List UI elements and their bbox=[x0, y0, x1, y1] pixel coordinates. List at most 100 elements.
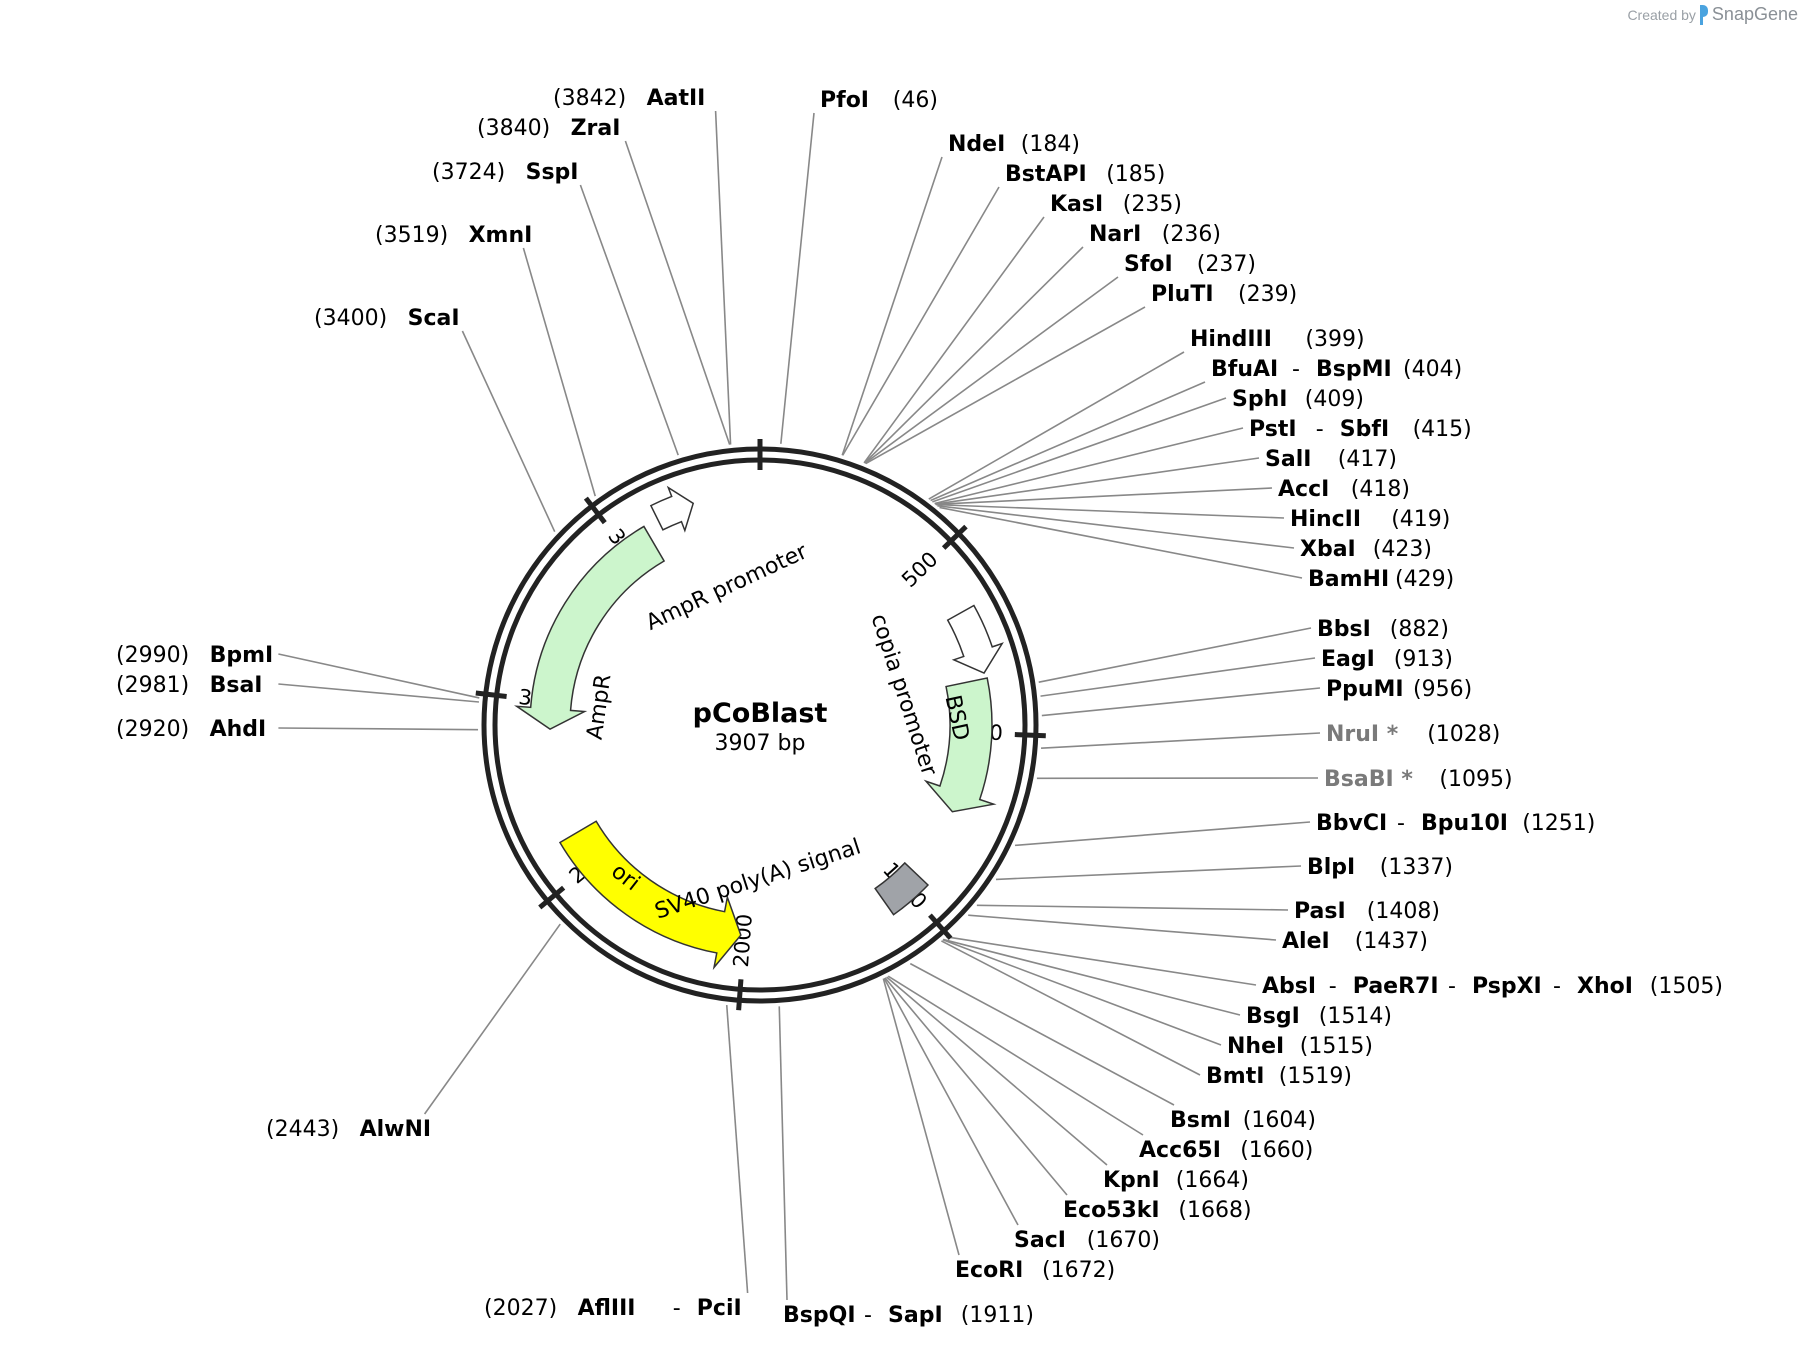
enzyme-name: BfuAI bbox=[1211, 357, 1278, 382]
restriction-site: PpuMI(956) bbox=[1326, 677, 1472, 702]
restriction-site: (2027)AflIII-PciI bbox=[484, 1296, 742, 1321]
site-leader-line bbox=[934, 427, 1244, 505]
site-leader-line bbox=[930, 381, 1206, 502]
restriction-site: BsgI (1514) bbox=[1246, 1004, 1392, 1029]
enzyme-name: PluTI bbox=[1151, 282, 1214, 307]
restriction-site: NdeI (184) bbox=[948, 132, 1080, 157]
restriction-site: BmtI (1519) bbox=[1206, 1064, 1352, 1089]
site-leader-line bbox=[780, 112, 815, 444]
tick-mark bbox=[538, 885, 566, 910]
enzyme-name: BbsI bbox=[1317, 617, 1371, 642]
enzyme-name: AlwNI bbox=[360, 1117, 432, 1142]
restriction-site: SacI(1670) bbox=[1014, 1228, 1160, 1253]
site-position: (2443) bbox=[266, 1117, 339, 1142]
site-position: (2027) bbox=[484, 1296, 557, 1321]
enzyme-name: NdeI bbox=[948, 132, 1005, 157]
restriction-site: NarI(236) bbox=[1089, 222, 1221, 247]
site-position: (1672) bbox=[1042, 1258, 1115, 1283]
restriction-site: HindIII(399) bbox=[1190, 327, 1365, 352]
restriction-site: AleI(1437) bbox=[1282, 929, 1428, 954]
enzyme-name: NarI bbox=[1089, 222, 1141, 247]
restriction-site: BbsI(882) bbox=[1317, 617, 1449, 642]
enzyme-name: PfoI bbox=[820, 88, 869, 113]
site-position: (1668) bbox=[1178, 1198, 1251, 1223]
site-leader-line bbox=[278, 727, 479, 731]
site-position: (1514) bbox=[1319, 1004, 1392, 1029]
site-leader-line bbox=[939, 506, 1303, 579]
site-leader-line bbox=[863, 216, 1045, 464]
feature-ampr bbox=[513, 525, 666, 731]
restriction-site: NheI(1515) bbox=[1227, 1034, 1373, 1059]
enzyme-name: AleI bbox=[1282, 929, 1330, 954]
site-leader-lines bbox=[278, 110, 1321, 1301]
restriction-site: NruI *(1028) bbox=[1326, 722, 1500, 747]
enzyme-name: BsgI bbox=[1246, 1004, 1300, 1029]
restriction-site: SalI(417) bbox=[1265, 447, 1397, 472]
enzyme-name: ZraI bbox=[571, 116, 621, 141]
enzyme-name: HincII bbox=[1290, 507, 1361, 532]
site-position: (1519) bbox=[1279, 1064, 1352, 1089]
enzyme-name: BmtI bbox=[1206, 1064, 1264, 1089]
restriction-site: Eco53kI(1668) bbox=[1063, 1198, 1252, 1223]
credit-prefix: Created by bbox=[1627, 6, 1696, 23]
enzyme-name: XbaI bbox=[1300, 537, 1356, 562]
feature-label-ampr-promoter: AmpR promoter bbox=[642, 539, 812, 636]
site-leader-line bbox=[946, 935, 1257, 986]
restriction-site: SfoI(237) bbox=[1124, 252, 1256, 277]
tick-mark bbox=[1014, 732, 1046, 739]
site-position: (399) bbox=[1305, 327, 1364, 352]
site-position: (3842) bbox=[553, 86, 626, 111]
enzyme-name: EcoRI bbox=[955, 1258, 1023, 1283]
site-leader-line bbox=[278, 653, 480, 699]
restriction-site: (3840)ZraI bbox=[477, 116, 620, 141]
site-leader-line bbox=[1038, 627, 1312, 683]
restriction-site: PluTI(239) bbox=[1151, 282, 1297, 307]
site-leader-line bbox=[1040, 732, 1321, 750]
restriction-site: AccI(418) bbox=[1278, 477, 1410, 502]
site-position: (1337) bbox=[1380, 855, 1453, 880]
site-leader-line bbox=[624, 140, 731, 445]
tick-mark bbox=[928, 913, 953, 940]
site-leader-line bbox=[1040, 657, 1316, 697]
restriction-site: AbsI-PaeR7I-PspXI-XhoI(1505) bbox=[1262, 974, 1723, 999]
site-position: (429) bbox=[1395, 567, 1454, 592]
enzyme-name: Bpu10I bbox=[1421, 811, 1508, 836]
site-position: (1515) bbox=[1300, 1034, 1373, 1059]
enzyme-name: AbsI bbox=[1262, 974, 1316, 999]
enzyme-name: ScaI bbox=[408, 306, 460, 331]
site-leader-line bbox=[865, 306, 1146, 465]
restriction-site: (2443) AlwNI bbox=[266, 1117, 431, 1142]
site-position: (418) bbox=[1351, 477, 1410, 502]
site-leader-line bbox=[278, 683, 480, 703]
enzyme-name: SacI bbox=[1014, 1228, 1066, 1253]
enzyme-name: BsmI bbox=[1170, 1108, 1231, 1133]
restriction-site: HincII(419) bbox=[1290, 507, 1450, 532]
restriction-site: KasI (235) bbox=[1050, 192, 1182, 217]
restriction-site: PfoI(46) bbox=[820, 88, 938, 113]
enzyme-name: PciI bbox=[697, 1296, 742, 1321]
enzyme-separator: - bbox=[1553, 974, 1561, 999]
enzyme-name: BspQI bbox=[783, 1303, 856, 1328]
restriction-site: (2990)BpmI bbox=[116, 643, 273, 668]
site-position: (184) bbox=[1021, 132, 1080, 157]
site-position: (1408) bbox=[1367, 899, 1440, 924]
site-leader-line bbox=[937, 504, 1295, 549]
site-leader-line bbox=[725, 1004, 749, 1294]
enzyme-separator: - bbox=[1329, 974, 1337, 999]
snapgene-logo-icon bbox=[1699, 4, 1708, 25]
site-leader-line bbox=[935, 503, 1285, 519]
site-position: (1911) bbox=[961, 1303, 1034, 1328]
restriction-site: EagI(913) bbox=[1321, 647, 1453, 672]
site-leader-line bbox=[882, 978, 960, 1256]
enzyme-name: KasI bbox=[1050, 192, 1103, 217]
site-position: (417) bbox=[1338, 447, 1397, 472]
enzyme-separator: - bbox=[673, 1296, 681, 1321]
site-position: (3400) bbox=[314, 306, 387, 331]
site-position: (235) bbox=[1123, 192, 1182, 217]
enzyme-name: SfoI bbox=[1124, 252, 1173, 277]
enzyme-name: AhdI bbox=[210, 717, 267, 742]
site-position: (1095) bbox=[1439, 767, 1512, 792]
site-leader-line bbox=[778, 1006, 788, 1301]
restriction-site: BstAPI(185) bbox=[1005, 162, 1165, 187]
feature-label-copia-promoter: copia promoter bbox=[866, 611, 942, 780]
